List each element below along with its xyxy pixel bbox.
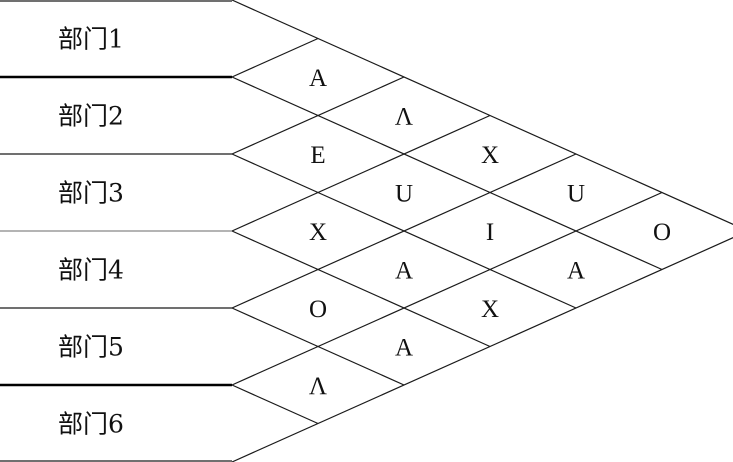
- grid-ascending-line: [231, 153, 577, 309]
- relationship-code: A: [309, 65, 327, 92]
- department-label: 部门4: [58, 256, 124, 285]
- department-label: 部门2: [58, 102, 124, 131]
- department-labels: 部门1 部门2 部门3 部门4 部门5 部门6: [58, 25, 124, 439]
- relationship-code: X: [481, 142, 499, 169]
- relationship-code: X: [481, 296, 499, 323]
- grid-ascending-line: [231, 37, 319, 78]
- grid-descending-line: [231, 384, 319, 425]
- relationship-code: A: [395, 335, 413, 362]
- department-label: 部门6: [58, 410, 124, 439]
- department-rows: [0, 0, 232, 462]
- relationship-code: U: [395, 181, 413, 208]
- relationship-code: U: [567, 181, 585, 208]
- department-label: 部门5: [58, 333, 124, 362]
- department-label: 部门3: [58, 179, 124, 208]
- relationship-code: I: [486, 219, 494, 246]
- relationship-code: E: [310, 142, 325, 169]
- relationship-grid: [231, 0, 733, 462]
- grid-ascending-line: [231, 76, 405, 155]
- relationship-codes: A Λ X U O E U I A X A X O A Λ: [309, 65, 671, 400]
- relationship-code: Λ: [309, 373, 327, 400]
- relationship-code: O: [309, 296, 327, 323]
- grid-ascending-line: [231, 191, 663, 386]
- relationship-code: A: [395, 258, 413, 285]
- grid-ascending-line: [231, 237, 733, 462]
- grid-descending-line: [231, 230, 491, 348]
- relationship-code: O: [653, 219, 671, 246]
- department-label: 部门1: [58, 25, 124, 54]
- relationship-code: A: [567, 258, 585, 285]
- grid-ascending-line: [231, 114, 491, 232]
- relationship-code: X: [309, 219, 327, 246]
- grid-descending-line: [231, 76, 663, 271]
- relationship-code: Λ: [395, 104, 413, 131]
